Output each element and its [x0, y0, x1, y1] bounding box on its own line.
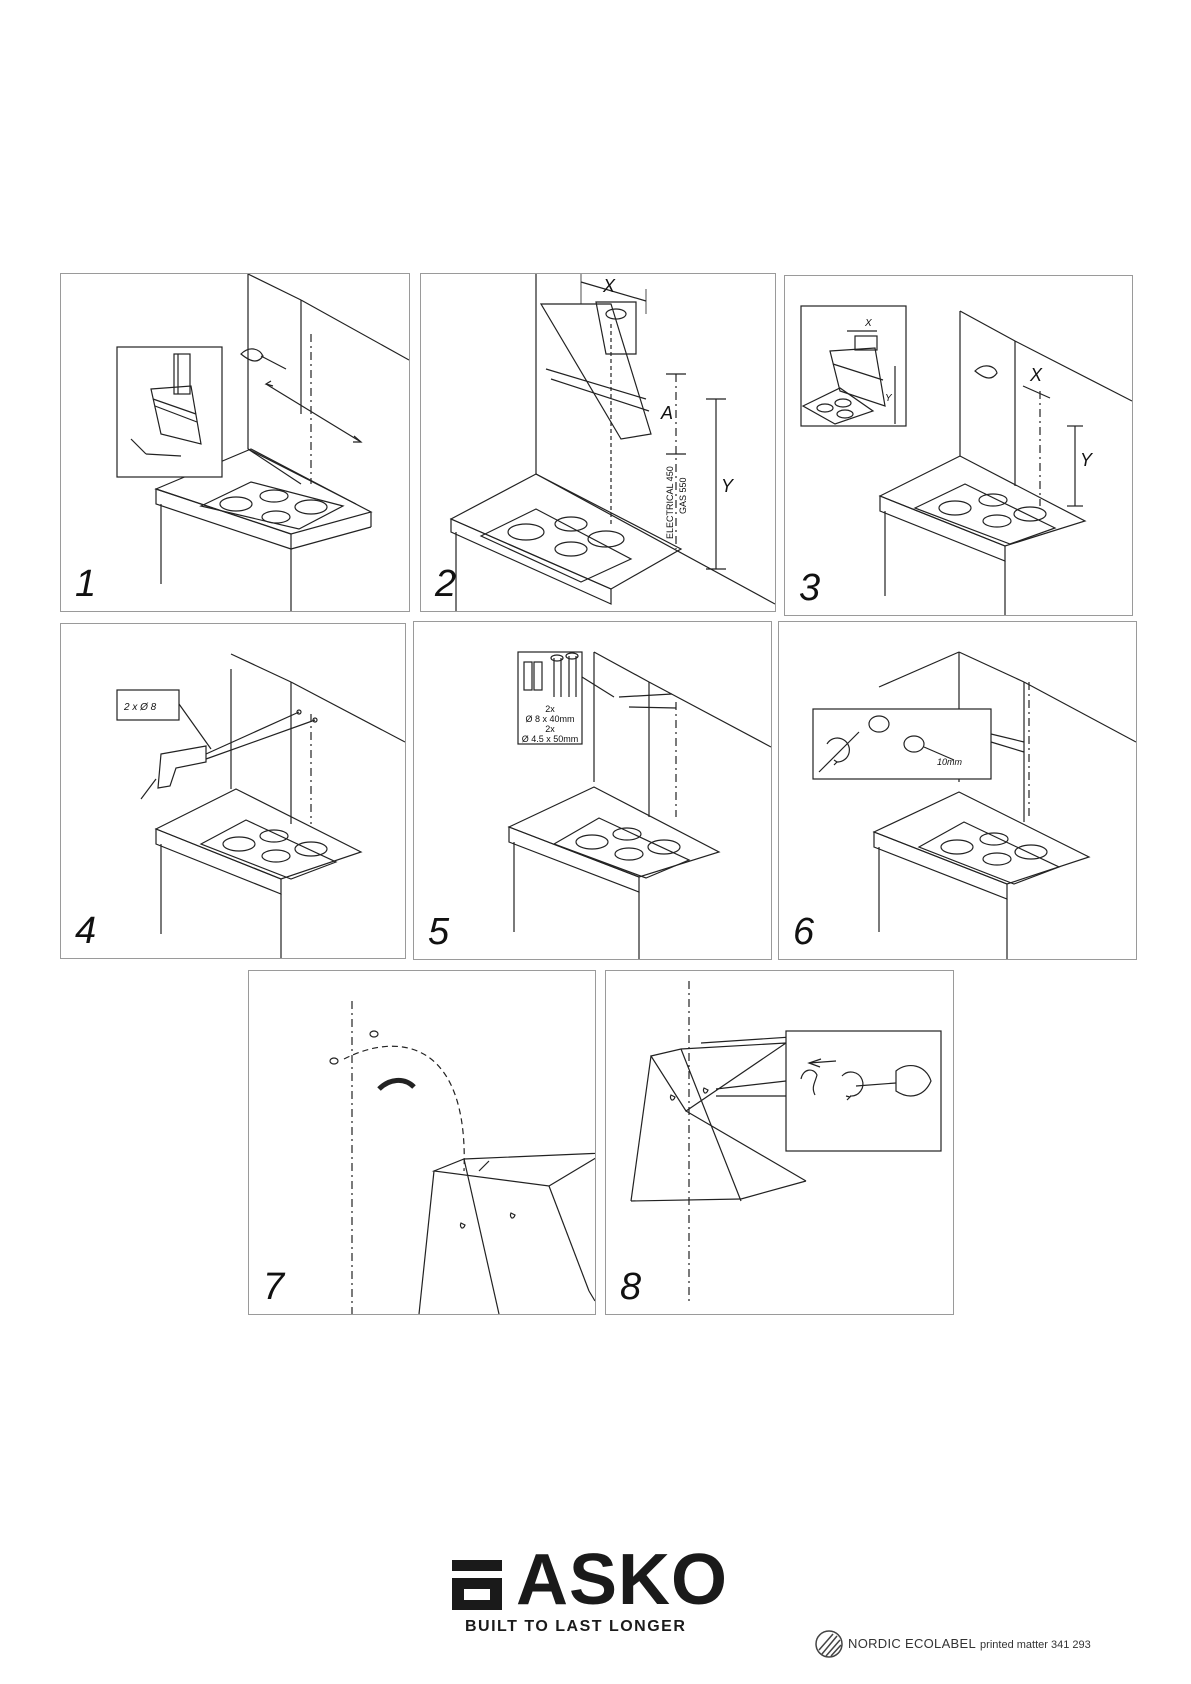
step-number: 8	[620, 1266, 642, 1308]
dimension-x-label: X	[1029, 365, 1043, 385]
step-number: 1	[75, 563, 97, 605]
step-number: 6	[793, 911, 815, 953]
ecolabel-note: printed matter 341 293	[980, 1639, 1091, 1651]
step-5-panel: 2x Ø 8 x 40mm 2x Ø 4.5 x 50mm 5	[413, 621, 772, 960]
step-6-illustration: 10mm	[812, 651, 1136, 959]
step-1-panel: 1	[60, 273, 410, 612]
asko-emblem-icon	[452, 1560, 502, 1610]
swan-ecolabel-icon	[815, 1630, 843, 1658]
step-7-illustration	[329, 1001, 595, 1314]
electrical-distance-label: ELECTRICAL 450	[665, 466, 675, 539]
step-number: 2	[435, 563, 457, 605]
step-2-panel: X A Y ELECTRICAL 450 GAS 550 2	[420, 273, 776, 612]
step-number: 7	[263, 1266, 285, 1308]
screw-spec: Ø 4.5 x 50mm	[522, 734, 579, 744]
step-3-panel: X Y X Y 3	[784, 275, 1133, 616]
gas-distance-label: GAS 550	[678, 477, 688, 514]
dimension-y-label: Y	[1080, 450, 1094, 470]
asko-logo: ASKO BUILT TO LAST LONGER	[448, 1544, 727, 1636]
step-2-illustration: X A Y ELECTRICAL 450 GAS 550	[449, 274, 775, 611]
dimension-y-label: Y	[721, 476, 735, 496]
inset-x-label: X	[864, 318, 872, 329]
step-1-illustration	[116, 274, 409, 611]
screw-quantity: 2x	[545, 724, 555, 734]
drill-note-label: 2 x Ø 8	[123, 702, 157, 713]
step-number: 4	[75, 910, 97, 952]
brand-name: ASKO	[516, 1540, 729, 1620]
ecolabel-name: NORDIC ECOLABEL	[848, 1636, 977, 1651]
step-8-illustration	[630, 981, 942, 1301]
step-5-illustration: 2x Ø 8 x 40mm 2x Ø 4.5 x 50mm	[507, 651, 771, 959]
gap-label: 10mm	[937, 757, 963, 767]
step-3-illustration: X Y X Y	[800, 305, 1132, 615]
dimension-x-label: X	[602, 276, 616, 296]
plug-quantity: 2x	[545, 704, 555, 714]
dimension-a-label: A	[660, 403, 673, 423]
step-number: 5	[428, 911, 450, 953]
step-7-panel: 7	[248, 970, 596, 1315]
plug-spec: Ø 8 x 40mm	[525, 714, 574, 724]
step-number: 3	[799, 567, 821, 609]
brand-tagline: BUILT TO LAST LONGER	[465, 1618, 687, 1635]
step-4-illustration: 2 x Ø 8	[116, 653, 405, 958]
step-6-panel: 10mm 6	[778, 621, 1137, 960]
inset-y-label: Y	[885, 393, 893, 404]
step-4-panel: 2 x Ø 8 4	[60, 623, 406, 959]
step-8-panel: 8	[605, 970, 954, 1315]
